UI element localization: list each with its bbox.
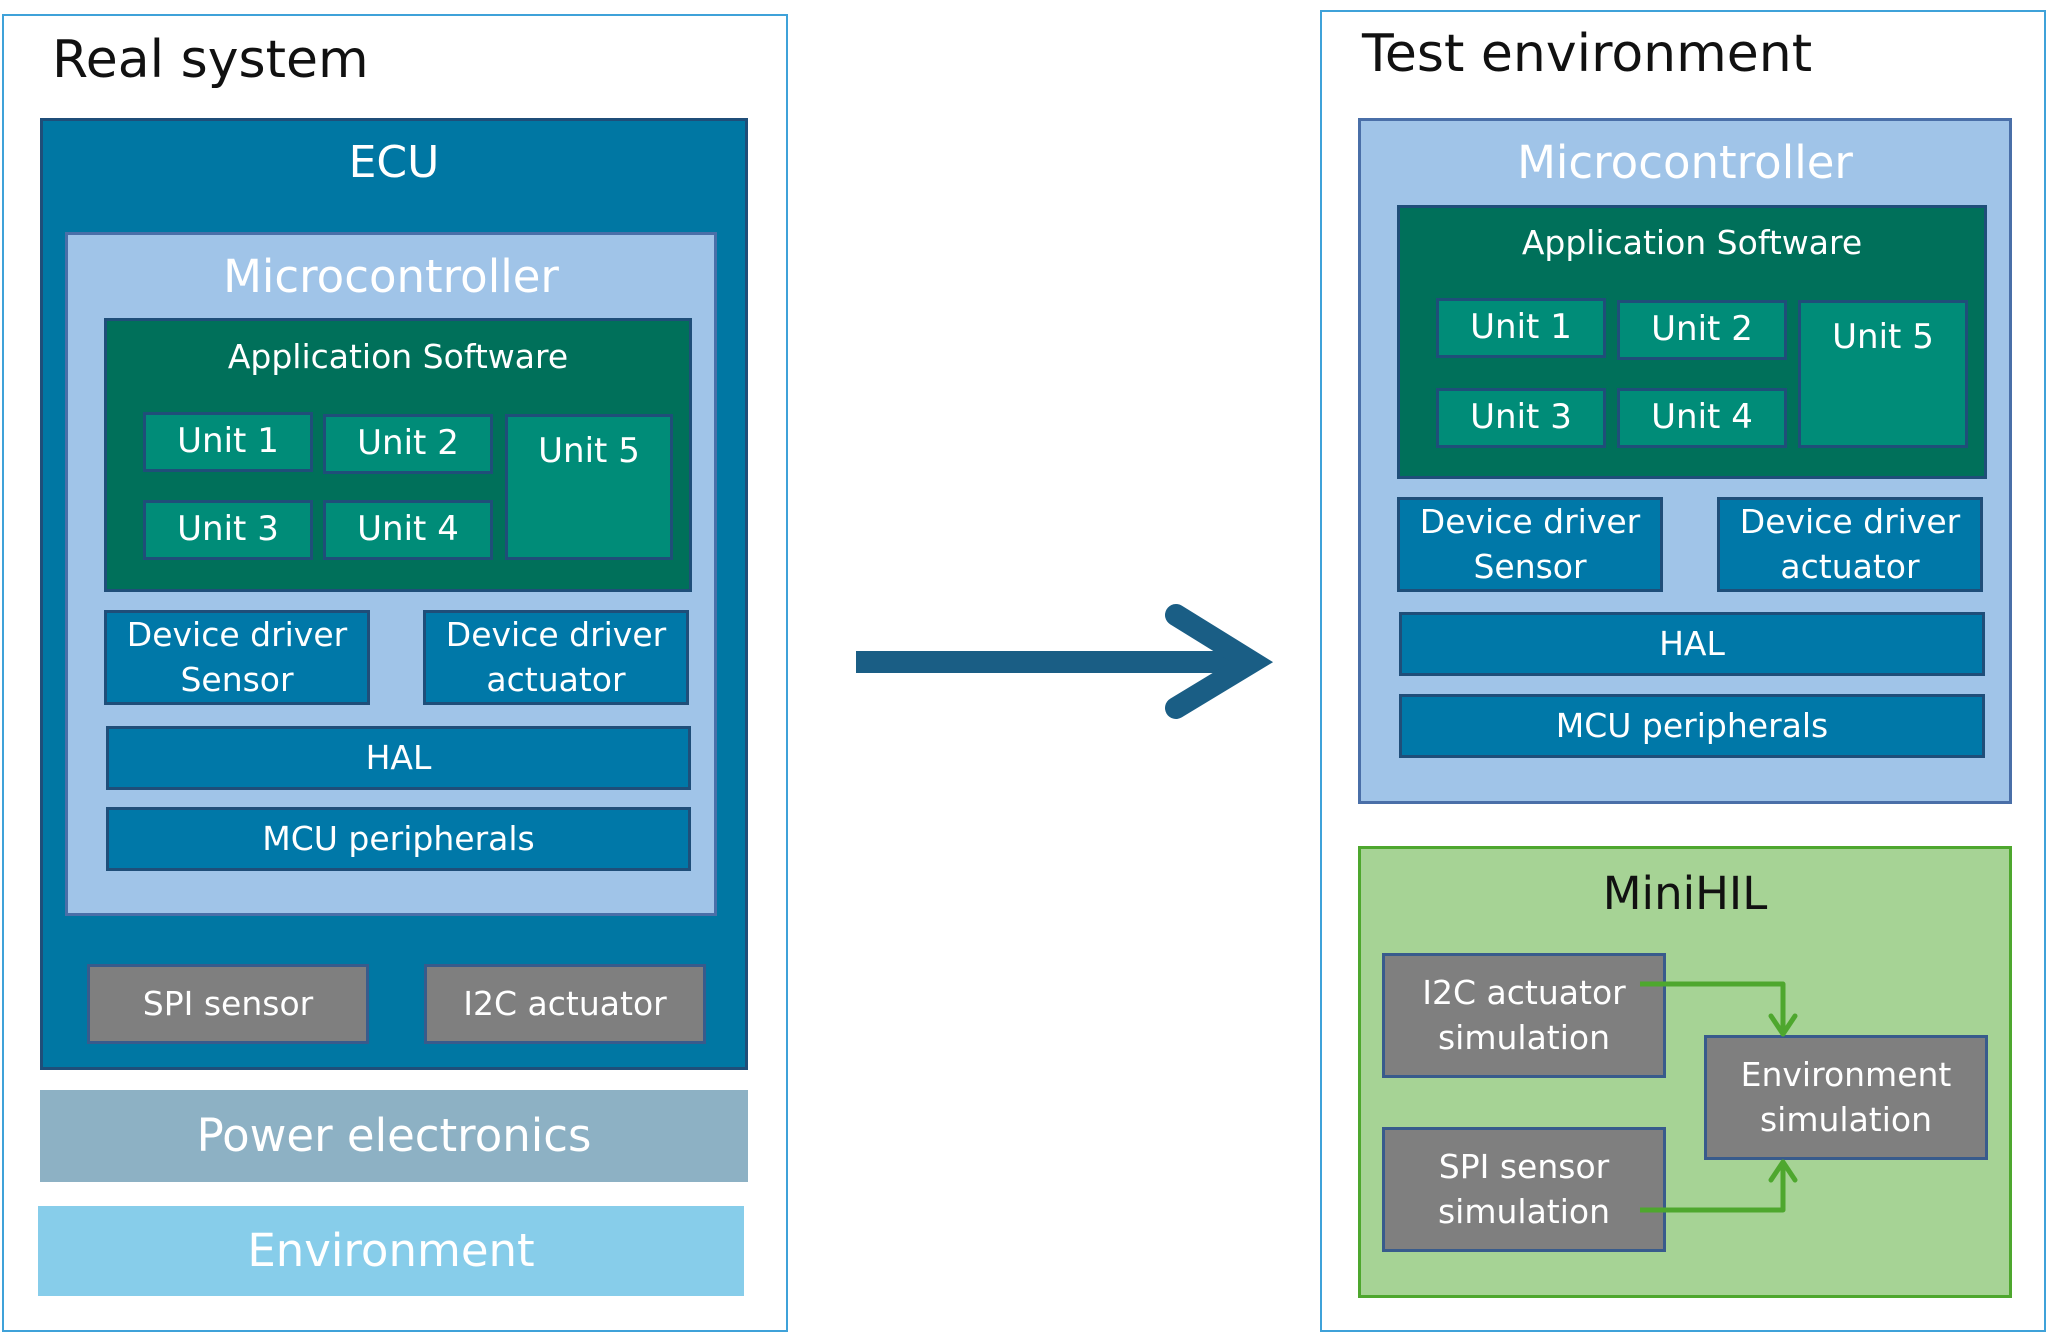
- environment-simulation: Environment simulation: [1704, 1035, 1988, 1160]
- right-device-driver-actuator-line2: actuator: [1780, 546, 1920, 586]
- right-hal: HAL: [1399, 612, 1985, 676]
- left-mcu-peripherals: MCU peripherals: [106, 807, 691, 871]
- spi-sensor-simulation: SPI sensor simulation: [1382, 1127, 1666, 1252]
- left-device-driver-sensor-line2: Sensor: [180, 659, 294, 699]
- env-top-arrowhead-icon: [1768, 1013, 1798, 1037]
- right-microcontroller-label: Microcontroller: [1517, 136, 1853, 189]
- i2c-actuator-simulation-line1: I2C actuator: [1422, 972, 1626, 1012]
- right-device-driver-sensor: Device driver Sensor: [1397, 497, 1663, 592]
- right-mcu-peripherals: MCU peripherals: [1399, 694, 1985, 758]
- environment-simulation-line2: simulation: [1759, 1099, 1933, 1139]
- left-unit-3: Unit 3: [143, 500, 313, 560]
- spi-env-connector: [1640, 1163, 1786, 1213]
- spi-sensor-simulation-line1: SPI sensor: [1438, 1146, 1610, 1186]
- spi-sensor-simulation-line2: simulation: [1437, 1191, 1611, 1231]
- right-device-driver-sensor-line2: Sensor: [1473, 546, 1587, 586]
- i2c-actuator-simulation: I2C actuator simulation: [1382, 953, 1666, 1078]
- i2c-actuator: I2C actuator: [424, 964, 706, 1044]
- right-device-driver-actuator-line1: Device driver: [1739, 501, 1961, 541]
- left-device-driver-sensor: Device driver Sensor: [104, 610, 370, 705]
- ecu-label: ECU: [348, 137, 440, 188]
- transition-arrow-icon: [856, 604, 1274, 719]
- left-microcontroller-label: Microcontroller: [223, 250, 559, 303]
- left-application-software-label: Application Software: [227, 337, 569, 376]
- right-application-software-label: Application Software: [1521, 223, 1863, 262]
- i2c-actuator-simulation-line2: simulation: [1437, 1017, 1611, 1057]
- minihil-label: MiniHIL: [1602, 867, 1768, 920]
- left-unit-1: Unit 1: [143, 412, 313, 472]
- left-device-driver-actuator-line1: Device driver: [445, 614, 667, 654]
- real-system-title: Real system: [52, 30, 369, 90]
- left-hal: HAL: [106, 726, 691, 790]
- environment: Environment: [38, 1206, 744, 1296]
- left-device-driver-actuator-line2: actuator: [486, 659, 626, 699]
- left-device-driver-sensor-line1: Device driver: [126, 614, 348, 654]
- left-unit-2: Unit 2: [323, 414, 493, 474]
- test-environment-title: Test environment: [1362, 24, 1813, 84]
- right-unit-4: Unit 4: [1617, 388, 1787, 448]
- environment-simulation-line1: Environment: [1740, 1054, 1952, 1094]
- right-device-driver-sensor-line1: Device driver: [1419, 501, 1641, 541]
- spi-sensor: SPI sensor: [87, 964, 369, 1044]
- env-bottom-arrowhead-icon: [1768, 1159, 1798, 1183]
- power-electronics: Power electronics: [40, 1090, 748, 1182]
- right-unit-2: Unit 2: [1617, 300, 1787, 360]
- i2c-env-connector: [1640, 981, 1786, 1033]
- right-unit-3: Unit 3: [1436, 388, 1606, 448]
- right-device-driver-actuator: Device driver actuator: [1717, 497, 1983, 592]
- right-unit-5: Unit 5: [1798, 300, 1968, 448]
- left-unit-5: Unit 5: [505, 414, 673, 560]
- minihil-connectors: [1640, 981, 1798, 1213]
- left-device-driver-actuator: Device driver actuator: [423, 610, 689, 705]
- right-unit-1: Unit 1: [1436, 298, 1606, 358]
- left-unit-4: Unit 4: [323, 500, 493, 560]
